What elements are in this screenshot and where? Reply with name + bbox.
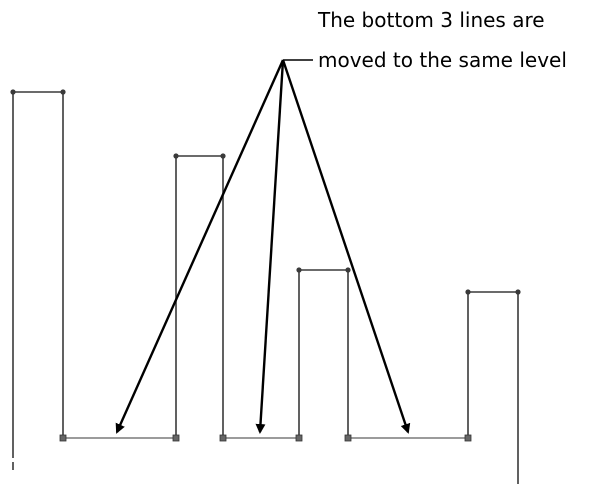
bottom-vertex-point <box>464 434 472 442</box>
vertex-point <box>465 289 471 295</box>
profile-right-tower <box>467 291 519 484</box>
bottom-vertex-point <box>295 434 303 442</box>
profile-left-tower <box>12 91 64 458</box>
arrow-to-bottom-line-2 <box>255 59 285 434</box>
arrow-to-bottom-line-3 <box>281 59 411 434</box>
vertex-point <box>60 89 66 95</box>
vertex-point <box>173 153 179 159</box>
arrow-to-bottom-line-1 <box>115 59 285 434</box>
bottom-vertex-point <box>344 434 352 442</box>
vertex-point <box>515 289 521 295</box>
bottom-vertex-point <box>172 434 180 442</box>
annotation-line-1: The bottom 3 lines are <box>317 8 545 32</box>
vertex-point <box>220 153 226 159</box>
annotation-line-2: moved to the same level <box>318 48 567 72</box>
vertex-point <box>10 89 16 95</box>
vertex-point <box>296 267 302 273</box>
bottom-vertex-point <box>59 434 67 442</box>
profile-second-tower <box>175 155 224 438</box>
bottom-vertex-point <box>219 434 227 442</box>
profile-third-tower <box>298 269 349 438</box>
vertex-point <box>345 267 351 273</box>
